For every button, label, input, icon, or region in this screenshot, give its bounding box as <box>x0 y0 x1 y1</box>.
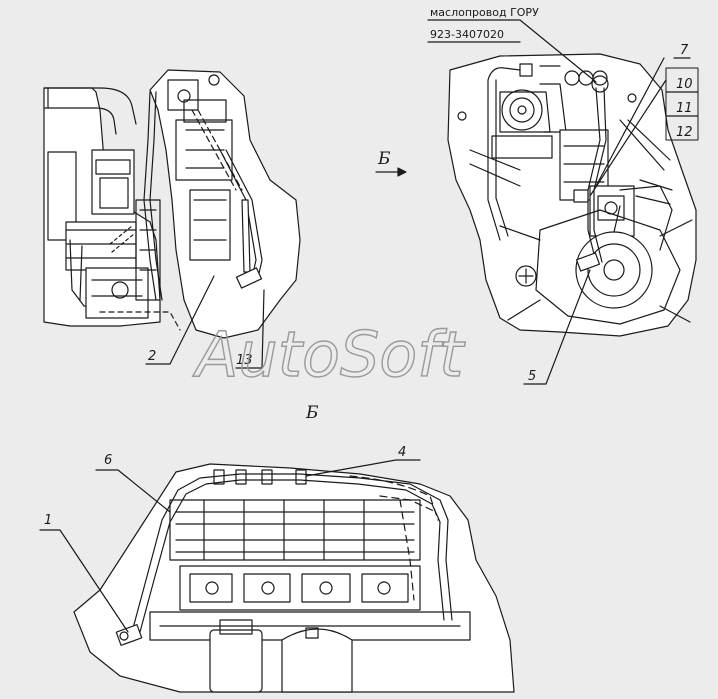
item-7-label: 7 <box>680 43 689 58</box>
item-10-label: 10 <box>676 77 693 92</box>
view-title-label: Б <box>305 403 319 423</box>
item-1-label: 1 <box>44 513 52 528</box>
item-6-label: 6 <box>104 453 112 468</box>
watermark-logo: AutoSoft <box>192 318 466 391</box>
item-13-label: 13 <box>236 353 253 368</box>
oil-pipe-part-number: 923-3407020 <box>430 28 504 41</box>
callout-labels: маслопровод ГОРУ 923-3407020 2 13 7 10 1… <box>44 6 693 528</box>
item-12-label: 12 <box>676 125 693 140</box>
oil-pipe-name: маслопровод ГОРУ <box>430 6 539 19</box>
item-4-label: 4 <box>398 445 406 460</box>
front-view-engine <box>447 53 697 337</box>
item-5-label: 5 <box>528 369 536 384</box>
side-view-engine <box>43 69 301 339</box>
item-11-label: 11 <box>676 101 693 116</box>
item-2-label: 2 <box>148 349 156 364</box>
top-view-engine <box>73 463 515 693</box>
view-direction-label: Б <box>377 149 391 169</box>
